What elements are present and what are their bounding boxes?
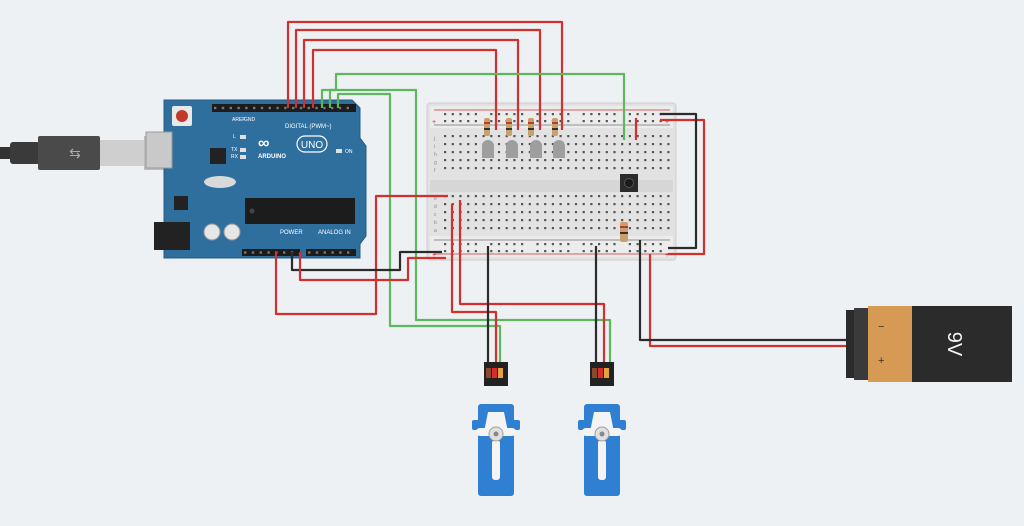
arduino-brand: ARDUINO	[258, 154, 286, 160]
on-label: ON	[345, 149, 353, 155]
row-letter-d: d	[434, 204, 437, 210]
row-letter-i: i	[434, 144, 435, 150]
row-letter-j: j	[433, 136, 435, 142]
gnd-label: GND	[244, 117, 256, 123]
row-letter-b: b	[434, 220, 437, 226]
svg-text:⇆: ⇆	[69, 145, 81, 161]
breadboard[interactable]: + + + + j i h g f e d c b a	[426, 102, 677, 261]
wire-servo-signal-2[interactable]	[328, 88, 612, 368]
wire-battery-black[interactable]	[638, 240, 848, 342]
leds[interactable]	[482, 140, 565, 158]
breadboard-holes	[444, 113, 670, 253]
aref-label: AREF	[232, 117, 245, 123]
row-letter-h: h	[434, 152, 437, 158]
led-2[interactable]	[506, 140, 518, 158]
led-1[interactable]	[482, 140, 494, 158]
row-letter-g: g	[434, 160, 437, 166]
wire-button[interactable]	[320, 72, 626, 140]
wires	[274, 20, 848, 368]
usb-cable: ⇆	[0, 136, 166, 170]
wire-led3[interactable]	[302, 38, 520, 130]
wire-led1[interactable]	[286, 20, 564, 130]
analog-header	[306, 249, 356, 256]
led-resistors	[484, 118, 558, 136]
servo-2[interactable]	[578, 362, 626, 496]
battery-9v[interactable]: − + 9V	[846, 306, 1012, 382]
rx-label: RX	[231, 154, 239, 160]
power-header-label: POWER	[280, 230, 303, 236]
wire-servo-signal-1[interactable]	[336, 92, 502, 368]
digital-header	[212, 104, 356, 112]
arduino-uno-board[interactable]: AREF GND DIGITAL (PWM~) ∞ ARDUINO UNO L …	[145, 99, 367, 259]
wire-led2[interactable]	[294, 28, 542, 130]
row-letter-c: c	[434, 212, 437, 218]
row-letter-a: a	[434, 228, 437, 234]
battery-voltage-label: 9V	[943, 332, 965, 357]
power-header	[242, 249, 300, 256]
tx-label: TX	[231, 147, 238, 153]
row-letter-f: f	[434, 168, 436, 174]
led-4[interactable]	[553, 140, 565, 158]
battery-minus-label: −	[878, 321, 884, 333]
pulldown-resistor	[620, 222, 628, 242]
rail-plus-top: +	[432, 119, 436, 126]
rail-plus-bottom-right: +	[665, 252, 669, 259]
usb-port	[145, 131, 173, 169]
arduino-model: UNO	[301, 140, 323, 151]
servo-1[interactable]	[472, 362, 520, 496]
usb-chip	[210, 148, 226, 164]
digital-header-label: DIGITAL (PWM~)	[285, 124, 332, 130]
rail-plus-top-right: +	[665, 119, 669, 126]
wire-servo2-power[interactable]	[458, 200, 606, 368]
wire-vin[interactable]	[298, 252, 446, 282]
wire-rail-black[interactable]	[660, 112, 698, 250]
row-letter-e: e	[434, 196, 437, 202]
led-3[interactable]	[530, 140, 542, 158]
atmega-chip	[245, 198, 355, 224]
arduino-logo-icon: ∞	[258, 135, 269, 152]
wire-servo1-power[interactable]	[450, 204, 498, 368]
analog-header-label: ANALOG IN	[318, 230, 351, 236]
rail-plus-bottom: +	[432, 252, 436, 259]
wire-led4[interactable]	[311, 48, 498, 130]
wire-5v[interactable]	[274, 194, 448, 316]
push-button[interactable]	[620, 174, 638, 192]
battery-plus-label: +	[878, 355, 884, 367]
wire-gnd[interactable]	[290, 250, 442, 272]
wire-battery-red[interactable]	[648, 254, 848, 348]
power-jack	[154, 222, 190, 250]
wire-rail-red[interactable]	[660, 118, 706, 256]
led-l-label: L	[233, 134, 236, 140]
